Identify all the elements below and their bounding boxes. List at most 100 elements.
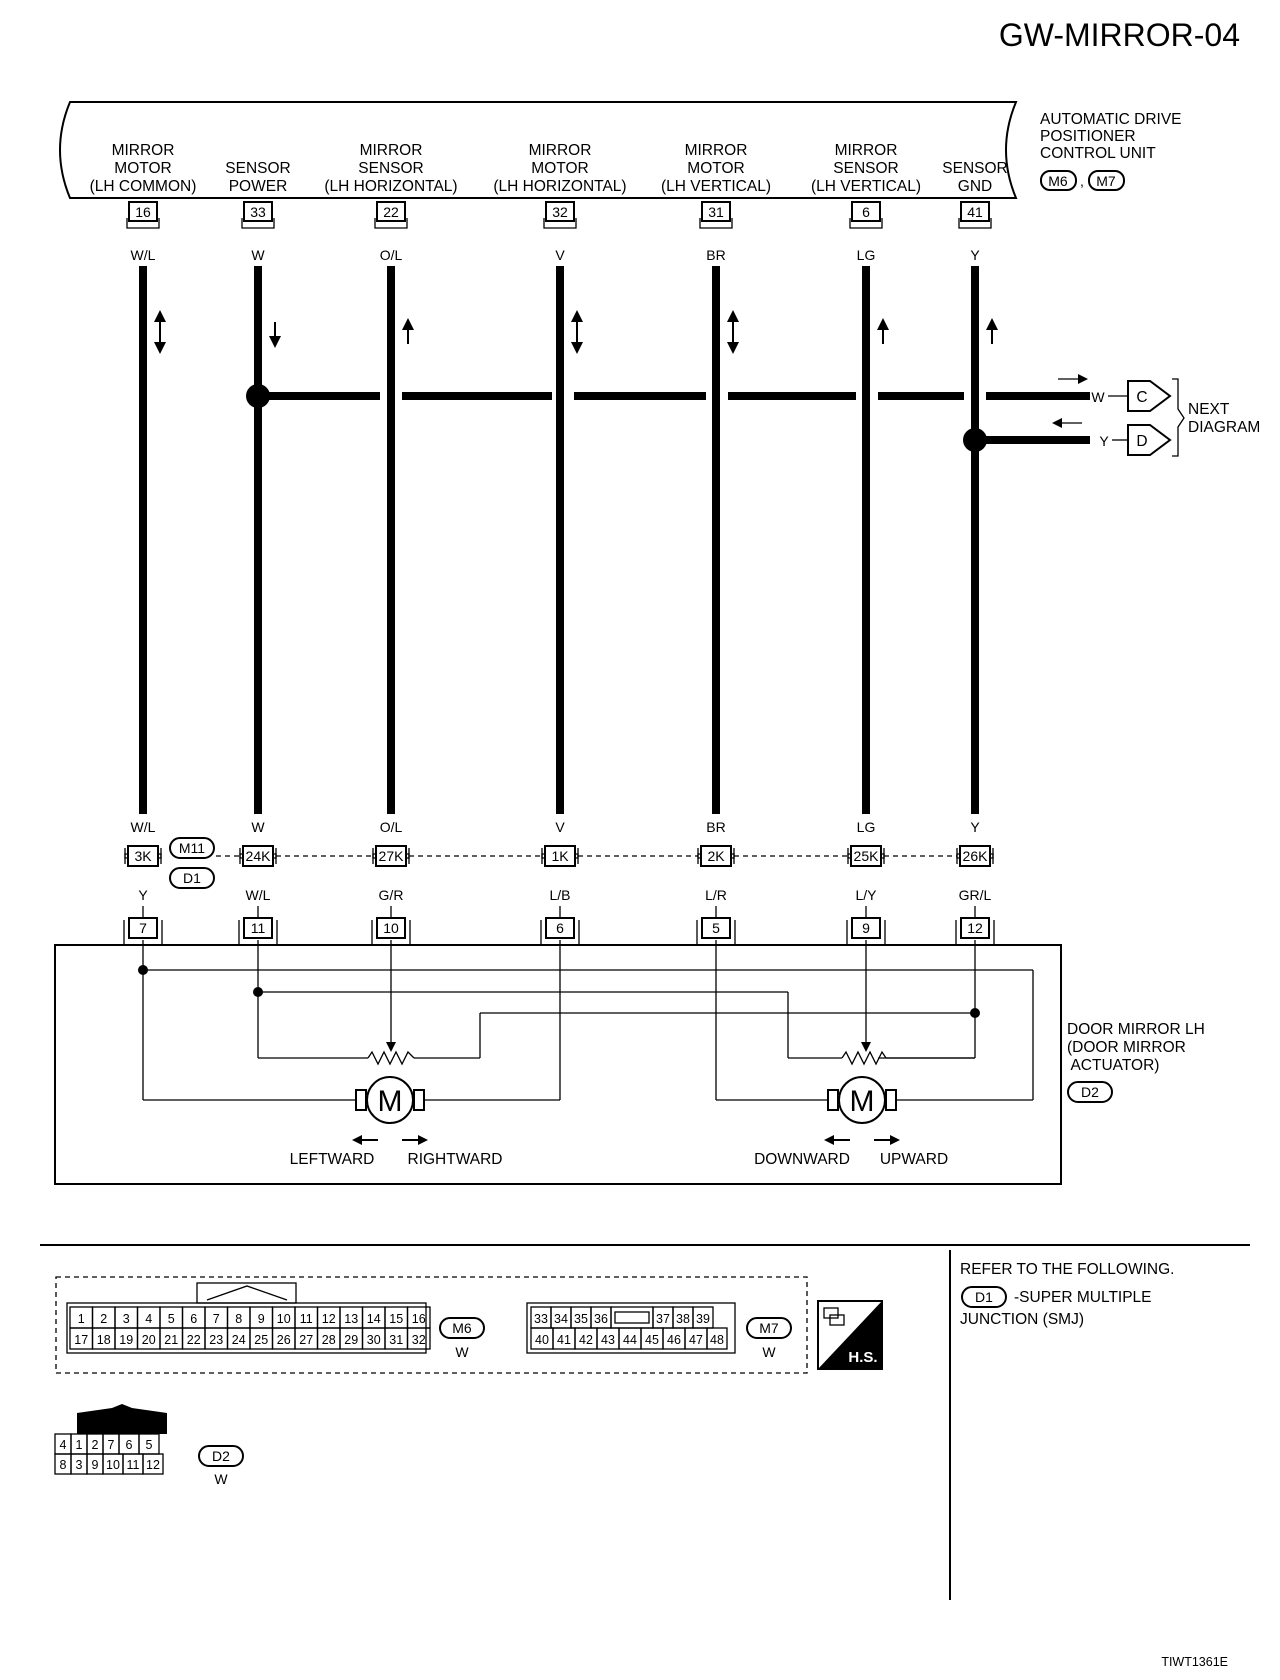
mirror-pin: 10 xyxy=(383,920,399,936)
junction-color-top: LG xyxy=(857,819,876,835)
pin-number: 42 xyxy=(579,1333,593,1347)
junction-color-top: Y xyxy=(970,819,980,835)
mirror-pin-box xyxy=(960,917,990,939)
pin-number: 37 xyxy=(656,1312,670,1326)
terminal-label: SENSOR xyxy=(225,160,290,177)
pin-number: 25 xyxy=(254,1333,268,1347)
junction-color-bottom: Y xyxy=(138,887,148,903)
pin-number: 44 xyxy=(623,1333,637,1347)
pin-cell xyxy=(142,1453,164,1475)
pin-number: 19 xyxy=(119,1333,133,1347)
pin-number: 45 xyxy=(645,1333,659,1347)
arrow-up-icon xyxy=(727,310,739,322)
pin-number: 5 xyxy=(146,1438,153,1452)
junction-color-top: W/L xyxy=(131,819,156,835)
terminal-label: (LH VERTICAL) xyxy=(811,178,921,195)
terminal-label: (LH HORIZONTAL) xyxy=(324,178,457,195)
pin-number: 4 xyxy=(60,1438,67,1452)
pin-box xyxy=(545,201,575,222)
wire-color-top: LG xyxy=(857,247,876,263)
junction-pin: 26K xyxy=(963,848,989,864)
d2-id: D2 xyxy=(212,1448,230,1464)
mirror-pin: 7 xyxy=(139,920,147,936)
pin-number: 31 xyxy=(389,1333,403,1347)
pin-number: 8 xyxy=(60,1458,67,1472)
pin-number: 1 xyxy=(76,1438,83,1452)
mirror-pin-box xyxy=(701,917,731,939)
pin-number: 43 xyxy=(601,1333,615,1347)
wire-color-top: Y xyxy=(970,247,980,263)
terminal-label: SENSOR xyxy=(833,160,898,177)
junction-pin-box xyxy=(959,845,991,867)
terminal-pin: 32 xyxy=(552,204,568,220)
arrow-down-icon xyxy=(269,336,281,348)
pin-number: 46 xyxy=(667,1333,681,1347)
pin-number: 21 xyxy=(164,1333,178,1347)
door-mirror-connector: D2 xyxy=(1081,1084,1099,1100)
control-unit-name-1: AUTOMATIC DRIVE xyxy=(1040,111,1182,128)
terminal-label: (LH HORIZONTAL) xyxy=(493,178,626,195)
reference-title: REFER TO THE FOLLOWING. xyxy=(960,1261,1174,1278)
junction-pin-box xyxy=(127,845,159,867)
pin-number: 5 xyxy=(168,1312,175,1326)
junction-pin-box xyxy=(850,845,882,867)
terminal-label: MOTOR xyxy=(687,160,744,177)
terminal-label: MIRROR xyxy=(685,142,748,159)
pin-number: 10 xyxy=(106,1458,120,1472)
junction-color-bottom: GR/L xyxy=(959,887,992,903)
pin-number: 38 xyxy=(676,1312,690,1326)
junction-color-bottom: W/L xyxy=(246,887,271,903)
control-unit-connector-separator: , xyxy=(1080,173,1084,189)
arrow-down-icon xyxy=(571,342,583,354)
terminal-pin: 33 xyxy=(250,204,266,220)
terminal-label: MIRROR xyxy=(112,142,175,159)
junction-pin-box xyxy=(242,845,274,867)
terminal-pin: 16 xyxy=(135,204,151,220)
junction-color-top: O/L xyxy=(380,819,403,835)
pin-number: 33 xyxy=(534,1312,548,1326)
next-link-d-letter: D xyxy=(1136,433,1147,450)
mirror-pin-box xyxy=(376,917,406,939)
pin-number: 2 xyxy=(92,1438,99,1452)
d2-color: W xyxy=(214,1471,228,1487)
blank-slot xyxy=(614,1311,650,1324)
junction-color-top: BR xyxy=(706,819,725,835)
terminal-label: POWER xyxy=(229,178,288,195)
mirror-pin: 11 xyxy=(251,920,266,936)
pin-number: 39 xyxy=(696,1312,710,1326)
pin-number: 35 xyxy=(574,1312,588,1326)
right-motor-dir-left: DOWNWARD xyxy=(754,1151,850,1168)
pin-number: 10 xyxy=(277,1312,291,1326)
pin-number: 9 xyxy=(92,1458,99,1472)
mirror-pin-box xyxy=(128,917,158,939)
door-mirror-box xyxy=(54,944,1062,1185)
pin-number: 27 xyxy=(299,1333,313,1347)
arrow-up-icon xyxy=(154,310,166,322)
terminal-label: MIRROR xyxy=(360,142,423,159)
pin-number: 7 xyxy=(213,1312,220,1326)
arrow-down-icon xyxy=(727,342,739,354)
next-diagram-links: W C Y D NEXT DIAGRAM xyxy=(1052,374,1260,457)
left-motor: M LEFTWARD RIGHTWARD xyxy=(290,1076,503,1168)
junction-pin: 25K xyxy=(854,848,880,864)
pin-number: 13 xyxy=(344,1312,358,1326)
mirror-pin: 9 xyxy=(862,920,870,936)
right-motor-dir-right: UPWARD xyxy=(880,1151,948,1168)
pin-number: 6 xyxy=(126,1438,133,1452)
wire-color-top: W/L xyxy=(131,247,156,263)
wire-color-top: W xyxy=(251,247,265,263)
pin-number: 8 xyxy=(235,1312,242,1326)
pin-number: 2 xyxy=(100,1312,107,1326)
left-motor-dir-left: LEFTWARD xyxy=(290,1151,375,1168)
terminal-pin: 31 xyxy=(708,204,724,220)
junction-pin: 1K xyxy=(551,848,569,864)
door-mirror-internal-wiring xyxy=(138,940,1034,1101)
terminal-label: (LH VERTICAL) xyxy=(661,178,771,195)
